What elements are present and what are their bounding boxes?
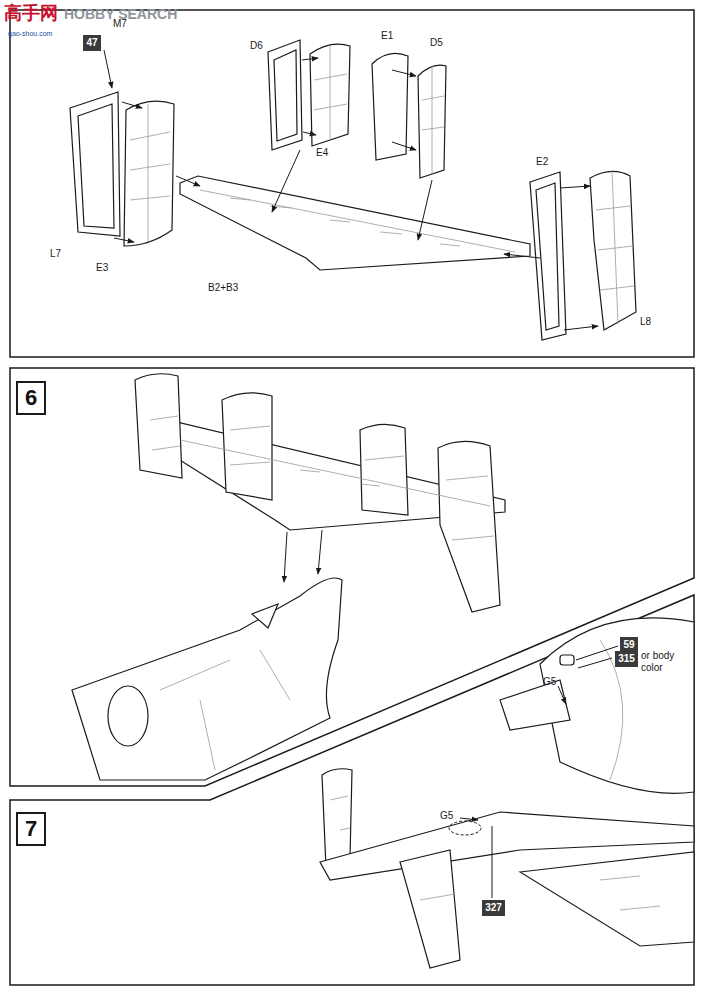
- callout-text: 327: [485, 903, 502, 913]
- callout-text: 59: [623, 640, 634, 650]
- callout-number: 327: [482, 900, 505, 916]
- part-name: E1: [381, 30, 393, 42]
- part-name: E2: [536, 156, 548, 168]
- callout-text: 315: [618, 654, 635, 664]
- watermark: 高手网: [4, 3, 58, 24]
- watermark: gao-shou.com: [8, 30, 52, 38]
- part-name: B2+B3: [208, 282, 238, 294]
- part-name: L7: [50, 248, 61, 260]
- part-name: M7: [113, 18, 127, 30]
- step-number: 6: [16, 381, 46, 415]
- step-number: 7: [16, 812, 46, 846]
- callout-number: 315: [615, 651, 638, 667]
- part-name: L8: [640, 316, 651, 328]
- part-name: E4: [316, 147, 328, 159]
- callout-number: 47: [83, 35, 101, 51]
- part-name: D6: [250, 40, 263, 52]
- callout-text: 6: [25, 387, 37, 409]
- paint-note: or body color: [641, 650, 693, 673]
- callout-text: 7: [25, 818, 37, 840]
- part-name: G5: [440, 810, 453, 822]
- callout-text: 47: [86, 38, 97, 48]
- part-name: G5: [543, 676, 556, 688]
- part-name: E3: [96, 262, 108, 274]
- part-name: D5: [430, 37, 443, 49]
